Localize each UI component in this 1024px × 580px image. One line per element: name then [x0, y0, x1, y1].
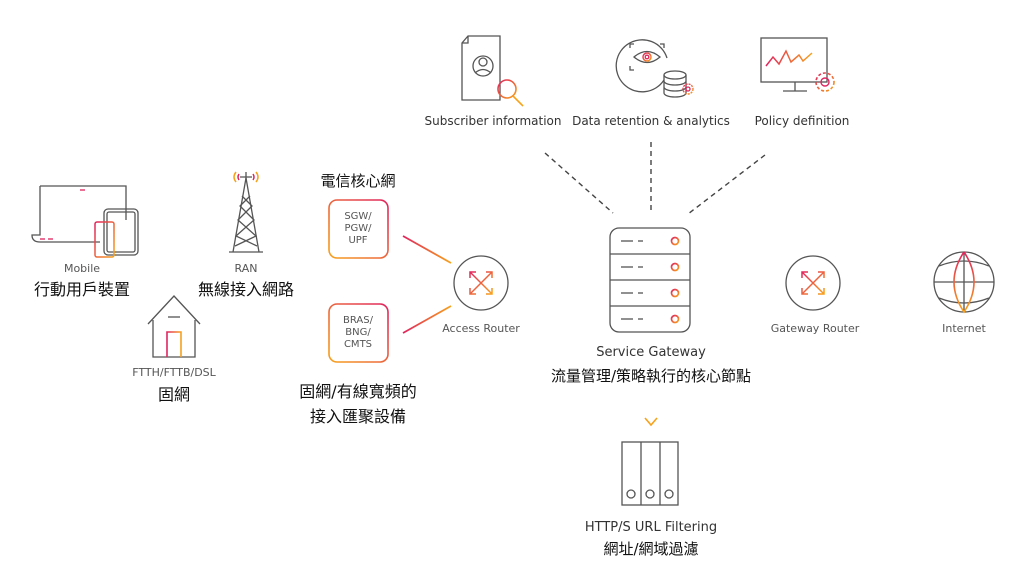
bras-bng-cmts-box	[328, 303, 389, 363]
ran-label-zh: 無線接入網路	[197, 280, 295, 299]
mobile-label: Mobile	[63, 262, 101, 275]
gateway-router-label: Gateway Router	[770, 322, 860, 335]
data-retention-label: Data retention & analytics	[572, 114, 730, 128]
sgw-pgw-upf-box	[328, 199, 389, 259]
laptop-tablet-phone-icon	[31, 185, 139, 258]
binders-icon	[621, 441, 679, 506]
policy-definition-label: Policy definition	[754, 114, 850, 128]
sgw-box-text: SGW/ PGW/ UPF	[344, 211, 372, 246]
gateway-router-icon	[785, 255, 841, 311]
subscriber-document-search-icon	[461, 35, 524, 107]
bras-label-zh-1: 固網/有線寬頻的	[299, 382, 417, 401]
bras-access-link	[402, 305, 452, 334]
eye-database-icon	[615, 39, 694, 98]
globe-icon	[933, 251, 995, 314]
access-router-icon	[453, 255, 509, 311]
service-gateway-label-zh: 流量管理/策略執行的核心節點	[550, 367, 752, 385]
dashed-connectors	[544, 142, 766, 215]
access-router-label: Access Router	[442, 322, 520, 335]
core-access-link	[402, 235, 452, 264]
url-filtering-label-zh: 網址/網域過濾	[603, 540, 699, 558]
house-icon	[147, 295, 201, 358]
ran-label: RAN	[234, 262, 258, 275]
service-gateway-label: Service Gateway	[596, 345, 706, 360]
url-filtering-label: HTTP/S URL Filtering	[584, 520, 718, 535]
server-rack-icon	[609, 227, 691, 333]
core-network-title: 電信核心網	[320, 172, 396, 190]
bras-box-text: BRAS/ BNG/ CMTS	[343, 315, 373, 350]
subscriber-information-label: Subscriber information	[424, 114, 562, 128]
fixed-label-zh: 固網	[157, 385, 191, 404]
mobile-label-zh: 行動用戶裝置	[33, 280, 131, 299]
bras-label-zh-2: 接入匯聚設備	[309, 407, 407, 426]
down-arrow-icon	[644, 397, 658, 427]
cell-tower-icon	[229, 171, 263, 253]
monitor-chart-gear-icon	[760, 37, 835, 92]
fixed-label: FTTH/FTTB/DSL	[132, 366, 216, 379]
internet-label: Internet	[942, 322, 986, 335]
